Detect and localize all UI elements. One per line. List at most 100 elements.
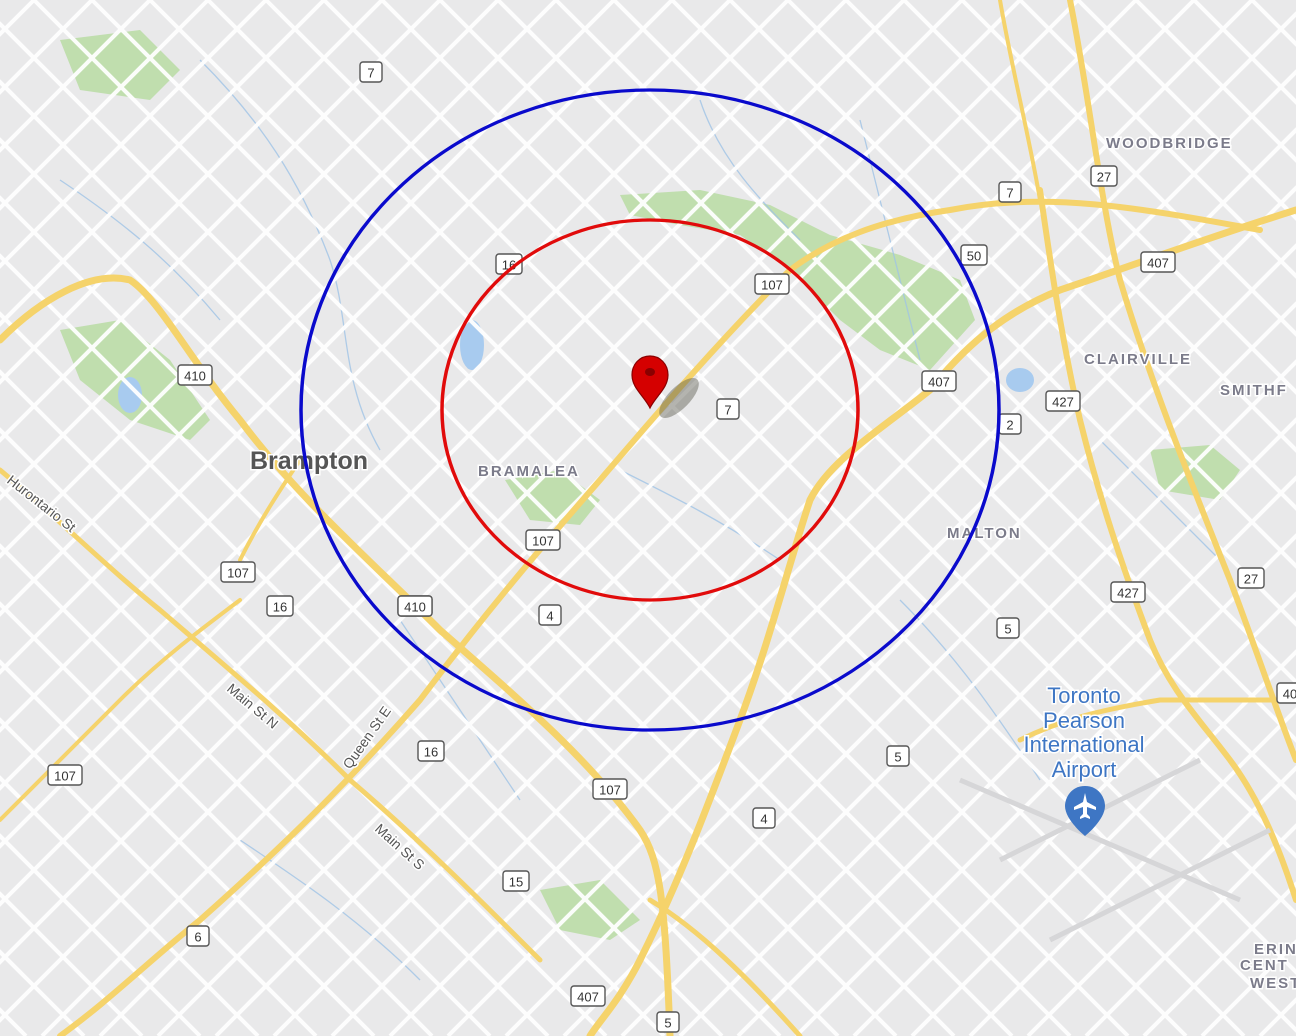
minor-road xyxy=(272,11,1296,1036)
route-shield-label: 407 xyxy=(928,375,950,390)
minor-road xyxy=(0,775,260,1036)
hwy-hurontario xyxy=(0,467,543,963)
route-shield-box xyxy=(996,617,1020,639)
airport-label[interactable]: Toronto Pearson International Airport xyxy=(1022,682,1146,784)
route-shield-label: 2 xyxy=(1006,418,1013,433)
minor-road xyxy=(0,0,558,559)
route-shield-4: 4 xyxy=(538,604,562,626)
minor-road xyxy=(0,0,384,385)
route-shield-label: 410 xyxy=(404,600,426,615)
route-shield-box xyxy=(177,364,213,386)
hwy-107-queen xyxy=(57,198,1263,1036)
route-shield-7: 7 xyxy=(359,61,383,83)
route-shield-box xyxy=(716,398,740,420)
route-shield-label: 407 xyxy=(1147,256,1169,271)
hwy-410-north xyxy=(0,274,674,1036)
minor-road xyxy=(0,0,1022,1023)
route-shield-label: 4 xyxy=(546,609,553,624)
minor-road xyxy=(0,0,268,269)
airport-label-line2: Pearson xyxy=(1043,708,1125,733)
route-shield-label: 407 xyxy=(577,990,599,1005)
route-shield-107: 107 xyxy=(47,764,83,786)
route-shield-4: 4 xyxy=(752,807,776,829)
minor-road xyxy=(0,0,790,791)
hwy-407-east xyxy=(1017,697,1296,743)
park-north xyxy=(60,30,180,100)
route-shield-box xyxy=(266,595,294,617)
radius-circle-outer xyxy=(299,88,1001,732)
route-shield-107: 107 xyxy=(592,778,628,800)
route-shield-box xyxy=(921,370,957,392)
airport-label-line3: International xyxy=(1023,732,1144,757)
hwy-airport-rd xyxy=(998,0,1042,202)
route-shield-6: 6 xyxy=(186,925,210,947)
minor-road xyxy=(1084,823,1296,1036)
route-shield-7: 7 xyxy=(998,181,1022,203)
minor-road xyxy=(0,0,442,443)
route-shield-label: 7 xyxy=(724,403,731,418)
airport-label-line1: Toronto xyxy=(1047,683,1120,708)
minor-road xyxy=(736,475,1296,1036)
radius-circle-inner xyxy=(440,218,860,602)
route-shield-40: 40 xyxy=(1276,682,1296,704)
minor-road xyxy=(910,649,1296,1036)
route-shield-box xyxy=(220,561,256,583)
route-shield-box xyxy=(1140,251,1176,273)
minor-road xyxy=(562,301,1296,1036)
place-label-smithfield: SMITHF xyxy=(1220,382,1288,399)
minor-road xyxy=(40,0,1080,1036)
minor-road xyxy=(968,707,1296,1036)
minor-road xyxy=(794,533,1296,1036)
route-shield-box xyxy=(1090,165,1118,187)
minor-road xyxy=(214,0,1254,1036)
place-label-woodbridge: WOODBRIDGE xyxy=(1106,135,1233,152)
place-label-malton: MALTON xyxy=(947,525,1022,542)
route-shield-label: 5 xyxy=(1004,622,1011,637)
minor-road xyxy=(0,0,674,675)
route-shield-box xyxy=(754,273,790,295)
place-label-erin-1: ERIN xyxy=(1254,941,1296,958)
route-shield-box xyxy=(495,253,523,275)
route-shield-410: 410 xyxy=(397,595,433,617)
route-shield-label: 16 xyxy=(273,600,287,615)
park-claireville xyxy=(620,190,975,370)
place-label-erin-2: CENT xyxy=(1240,957,1289,974)
route-shield-box xyxy=(752,807,776,829)
route-shield-label: 5 xyxy=(664,1016,671,1031)
place-label-brampton: Brampton xyxy=(250,447,368,475)
airport-label-line4: Airport xyxy=(1052,757,1117,782)
route-shield-5: 5 xyxy=(886,745,910,767)
minor-road xyxy=(0,311,724,1036)
route-shield-15: 15 xyxy=(502,870,530,892)
hwy-407 xyxy=(586,206,1296,1036)
minor-road xyxy=(0,543,492,1036)
route-shield-box xyxy=(656,1011,680,1033)
hwy-west-spur xyxy=(0,598,242,822)
lake-west xyxy=(118,377,142,413)
route-shield-27: 27 xyxy=(1090,165,1118,187)
route-shield-407: 407 xyxy=(921,370,957,392)
route-shield-box xyxy=(960,244,988,266)
route-shield-box xyxy=(525,529,561,551)
route-shield-box xyxy=(397,595,433,617)
minor-road xyxy=(678,417,1296,1036)
route-shield-2: 2 xyxy=(998,413,1022,435)
route-shield-5: 5 xyxy=(656,1011,680,1033)
route-shield-label: 7 xyxy=(1006,186,1013,201)
route-shield-box xyxy=(417,740,445,762)
location-marker-icon[interactable] xyxy=(631,355,707,418)
route-shield-50: 50 xyxy=(960,244,988,266)
lake-professors xyxy=(460,320,484,370)
route-shield-box xyxy=(1045,390,1081,412)
airport-plane-icon[interactable] xyxy=(1065,786,1105,836)
place-label-erin-3: WEST xyxy=(1250,975,1296,992)
route-shield-107: 107 xyxy=(220,561,256,583)
route-shield-label: 107 xyxy=(227,566,249,581)
minor-road xyxy=(0,0,210,211)
minor-road xyxy=(0,717,318,1036)
hwy-427-b xyxy=(1067,0,1296,763)
